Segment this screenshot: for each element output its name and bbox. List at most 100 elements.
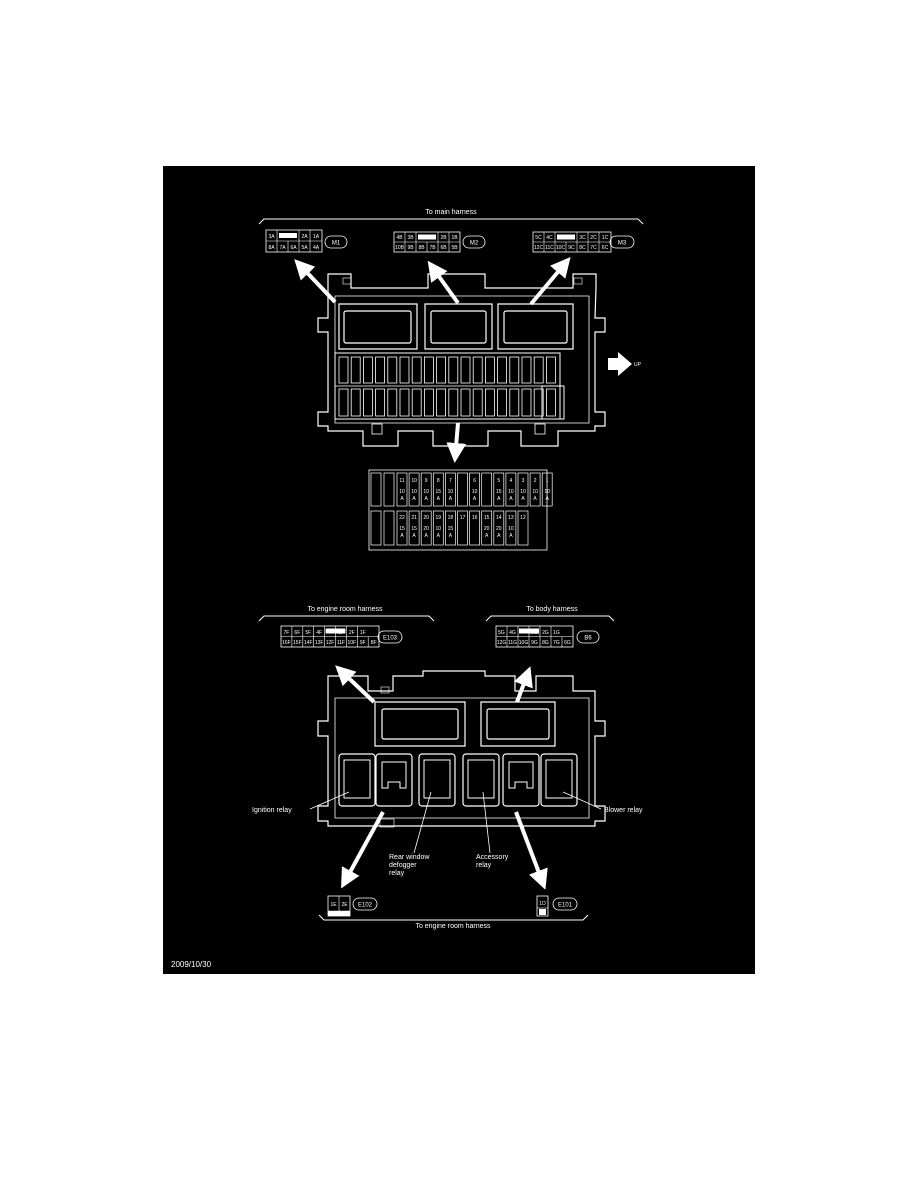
leader-ignition-relay [309,791,350,810]
fuse-cell-top [517,472,529,507]
engine-room-bracket-bottom [318,914,589,921]
arrow-to-m2 [427,260,460,305]
e101-cell: 1D [539,901,546,907]
m2-cell: 2B [440,235,447,241]
fuse-amp: 15 [411,526,417,532]
fuse-slot [423,356,434,384]
fuse-slot [375,356,386,384]
arrow-to-e102 [341,811,385,889]
fuse-unit: A [509,496,513,502]
connector-m3: 5C 4C 3C 2C 1C 12C 11C 10C 9C 8C 7C 6C M… [532,231,635,253]
m1-cell: 4A [313,245,320,251]
fuse-number: 18 [448,515,454,521]
fuse-slot [375,388,386,417]
fuse-unit: A [437,496,441,502]
main-harness-bracket [258,218,644,225]
b6-cell: 6G [564,640,571,646]
fuse-cell-top [432,472,444,507]
b6-cell: 1G [553,630,560,636]
e103-cell: 2F [349,630,355,636]
m1-cell: 3A [268,234,275,240]
fuse-unit: A [509,533,513,539]
relay-socket [375,753,413,807]
relay-socket [338,753,376,807]
b6-cell: 4G [509,630,516,636]
fuse-cell-top [493,472,505,507]
fuse-amp: 10 [472,489,478,495]
fuse-amp: 15 [436,489,442,495]
fuse-cell-bottom [493,510,505,546]
fuse-number: 9 [425,478,428,484]
fuse-slot [460,356,471,384]
fuse-cell-top [445,472,456,507]
m3-cell: 6C [602,245,609,251]
b6-cell: 7G [553,640,560,646]
relay-socket-inner [508,761,534,789]
fuse-number: 3 [522,478,525,484]
fuse-cell-top [469,472,480,507]
fuse-slot [387,388,398,417]
leader-rear-window-relay [413,791,432,854]
fuse-cell-bottom [396,510,408,546]
e103-cell: 11F [337,640,345,646]
fuse-amp: 15 [448,526,454,532]
fuse-cell-top [481,472,493,507]
m2-tag: M2 [470,241,479,247]
e103-cell: 8F [371,640,377,646]
m2-cell: 9B [407,245,414,251]
fuse-amp: 10 [508,526,514,532]
fuse-cell-bottom [432,510,444,546]
fuse-cell-bottom [505,510,517,546]
fuse-unit: A [533,496,537,502]
fuse-unit: A [497,533,501,539]
e101-tag: E101 [558,903,573,909]
e103-cell: 5F [305,630,311,636]
to-engine-room-harness-top-label: To engine room harness [307,606,383,613]
b6-cell: 2G [542,630,549,636]
fuse-slot [509,388,520,417]
fuse-number: 17 [460,515,466,521]
fuse-relay-block-diagram: To main harness 3A 2A 1A 8A 7A 6A 5A 4A … [171,209,644,969]
m1-cell: 2A [301,234,308,240]
fuse-amp: 10 [508,489,514,495]
fuse-number: 5 [497,478,500,484]
relay-socket-inner [343,759,371,799]
fuse-block-diagram-panel: To main harness 3A 2A 1A 8A 7A 6A 5A 4A … [163,166,755,974]
fuse-slot [448,356,459,384]
fuse-unit: A [425,533,429,539]
m3-cell: 7C [590,245,597,251]
fuse-unit: A [497,496,501,502]
m2-cell: 6B [440,245,447,251]
m1-cell: 5A [301,245,308,251]
fuse-slot [411,356,422,384]
arrow-to-b6 [514,666,533,703]
date-stamp: 2009/10/30 [171,960,212,969]
fuse-amp: 10 [399,489,405,495]
fuse-slot [411,388,422,417]
rear-window-label-3: relay [389,870,405,877]
arrow-to-e101 [514,811,548,890]
fuse-amp: 10 [448,489,454,495]
fuse-number: 12 [520,515,526,521]
e103-cell: 14F [304,640,313,646]
fuse-block-top [317,273,606,447]
engine-room-bracket-top [258,615,435,622]
fuse-unit: A [473,496,477,502]
fuse-unit: A [400,496,404,502]
m3-cell: 10C [556,245,566,251]
fuse-number: 6 [473,478,476,484]
fuse-number: 4 [510,478,513,484]
fuse-number: 2 [534,478,537,484]
fuse-slot [350,356,361,384]
up-label: UP [634,362,642,368]
m2-cell: 1B [451,235,458,241]
to-engine-room-harness-bottom-label: To engine room harness [415,923,491,930]
fuse-number: 11 [399,478,404,484]
fuse-slot [399,388,410,417]
fuse-number: 8 [437,478,440,484]
m3-cell: 5C [535,235,542,241]
e103-cell: 15F [293,640,302,646]
relay-block-bottom [317,670,606,828]
fuse-slot [338,388,349,417]
